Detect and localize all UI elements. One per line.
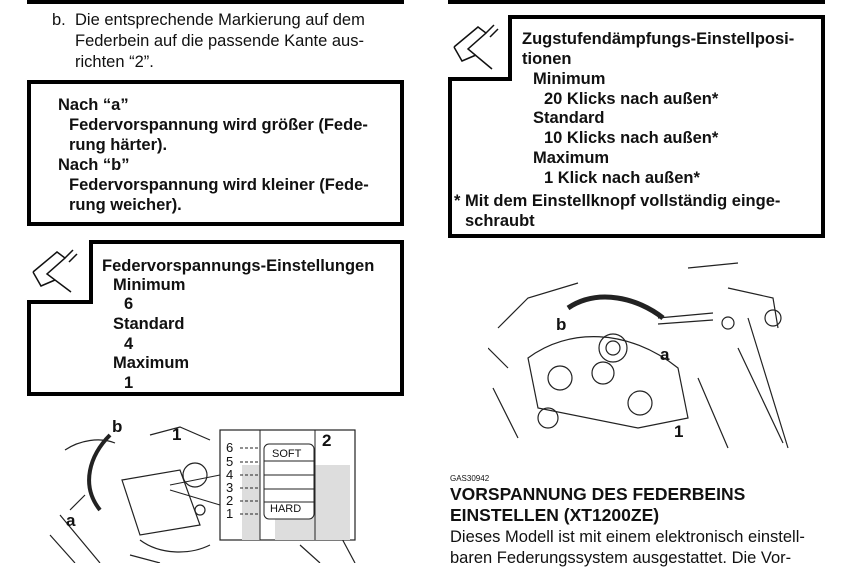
section-heading: VORSPANNUNG DES FEDERBEINS xyxy=(450,484,746,504)
scale-mark: 1 xyxy=(226,506,234,521)
step-marker: b. xyxy=(52,11,66,29)
spec-value: 1 Klick nach außen* xyxy=(544,169,700,187)
rebound-adjuster-figure: b a 1 xyxy=(488,258,793,453)
body-text: baren Federungssystem ausgestattet. Die … xyxy=(450,549,792,567)
previous-box-bottom-border xyxy=(27,0,404,4)
scale-mark: 3 xyxy=(226,480,234,495)
spec-value: 6 xyxy=(124,295,134,313)
spec-title: Federvorspannungs-Einstellungen xyxy=(102,257,375,275)
spec-label: Minimum xyxy=(113,276,186,294)
label-1: 1 xyxy=(674,422,684,441)
preload-spec-box: Federvorspannungs-Einstellungen Minimum … xyxy=(27,240,404,396)
step-text-line: Die entsprechende Markierung auf dem xyxy=(75,11,365,29)
scale-mark: 2 xyxy=(226,493,234,508)
label-1: 1 xyxy=(172,425,182,444)
spec-title: Zugstufendämpfungs-Einstellposi- xyxy=(522,30,795,48)
previous-box-bottom-border xyxy=(448,0,825,4)
label-b: b xyxy=(556,315,567,334)
label-a: a xyxy=(66,511,76,530)
hard-label: HARD xyxy=(270,503,302,515)
caliper-icon xyxy=(27,240,93,304)
soft-label: SOFT xyxy=(272,448,302,460)
spec-label: Standard xyxy=(533,109,605,127)
spec-label: Maximum xyxy=(533,149,610,167)
footnote: * Mit dem Einstellknopf vollständig eing… xyxy=(454,192,781,210)
label-b: b xyxy=(112,417,123,436)
note-line: rung weicher). xyxy=(69,196,182,214)
label-a: a xyxy=(660,345,670,364)
spec-value: 10 Klicks nach außen* xyxy=(544,129,719,147)
note-line: Federvorspannung wird größer (Fede- xyxy=(69,116,368,134)
spec-value: 1 xyxy=(124,374,134,392)
rebound-damping-spec-box: Zugstufendämpfungs-Einstellposi- tionen … xyxy=(448,15,825,238)
rear-suspension-illustration xyxy=(488,262,789,449)
spec-value: 4 xyxy=(124,335,134,353)
scale-mark: 4 xyxy=(226,467,234,482)
section-heading: EINSTELLEN (XT1200ZE) xyxy=(450,505,660,525)
spec-label: Standard xyxy=(113,315,185,333)
note-line: Nach “b” xyxy=(58,156,130,174)
note-line: Federvorspannung wird kleiner (Fede- xyxy=(69,176,369,194)
step-text-line: richten “2”. xyxy=(75,53,154,71)
footnote: schraubt xyxy=(465,212,535,230)
label-2: 2 xyxy=(322,431,332,450)
section-code: GAS30942 xyxy=(450,474,490,483)
spec-label: Minimum xyxy=(533,70,606,88)
note-box: Nach “a” Federvorspannung wird größer (F… xyxy=(27,80,404,226)
shock-illustration xyxy=(49,426,356,563)
body-text: Dieses Modell ist mit einem elektronisch… xyxy=(450,528,805,546)
scale-mark: 6 xyxy=(226,440,234,455)
scale-mark: 5 xyxy=(226,454,234,469)
preload-adjuster-figure: b a 1 2 6 5 4 3 2 1 SOFT HARD xyxy=(40,415,370,563)
spec-title: tionen xyxy=(522,50,572,68)
note-line: Nach “a” xyxy=(58,96,129,114)
caliper-icon xyxy=(448,15,512,81)
note-line: rung härter). xyxy=(69,136,168,154)
step-text-line: Federbein auf die passende Kante aus- xyxy=(75,32,364,50)
spec-label: Maximum xyxy=(113,354,190,372)
spec-value: 20 Klicks nach außen* xyxy=(544,90,719,108)
